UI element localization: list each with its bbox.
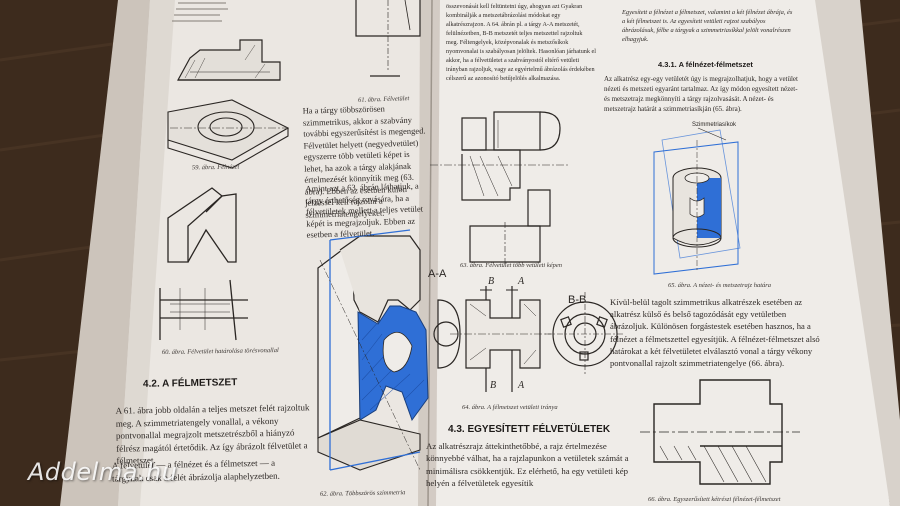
caption-fig59: 59. ábra. Félnézet (191, 163, 240, 172)
heading-431: 4.3.1. A félnézet-félmetszet (658, 60, 753, 69)
fig-65-drawing (653, 127, 741, 275)
heading-felmetszet: 4.2. A FÉLMETSZET (142, 377, 238, 390)
label-a-bottom: A (518, 380, 525, 391)
col3-bottom: Kívül-belül tagolt szimmetrikus alkatrés… (610, 297, 820, 369)
text-lines-left-top (172, 2, 228, 22)
label-b-top: B (488, 276, 495, 287)
label-bb: B-B (568, 294, 587, 306)
col3-mid: Az alkatrész egy-egy vetületét úgy is me… (604, 75, 798, 113)
fig-64-drawing (433, 286, 625, 392)
label-b-bottom: B (490, 380, 497, 391)
label-szimmetriasikok: Szimmetriasíkok (692, 122, 737, 128)
label-a-top: A (518, 276, 525, 287)
fig-66-drawing (640, 379, 800, 485)
paragraph-mid2: Amint azt a 63. ábrán láthatjuk, a tárgy… (305, 180, 424, 240)
fig-61-drawing (355, 0, 421, 77)
caption-fig65: 65. ábra. A nézet- és metszetrajz határa (668, 282, 772, 289)
fig-58-drawing (176, 39, 281, 81)
fig-60-drawing (159, 187, 248, 341)
fig-59-drawing (167, 99, 290, 169)
fig-63-drawing (430, 111, 570, 266)
caption-fig62: 62. ábra. Többszörös szimmetria (319, 489, 406, 498)
label-aa: A-A (428, 268, 447, 280)
col3-top: Egyesített a félnézet a félmetszet, vala… (622, 9, 793, 43)
caption-fig63: 63. ábra. Félvetület több vetületi képen (460, 262, 562, 269)
caption-fig64: 64. ábra. A félmetszet vetületi iránya (462, 404, 558, 411)
fig-62-drawing (317, 229, 429, 471)
para-right-top: összevonását kell feltüntetni úgy, ahogy… (446, 3, 597, 82)
heading-egyesitett: 4.3. EGYESÍTETT FÉLVETÜLETEK (448, 424, 611, 435)
para-43: Az alkatrészrajz áttekinthetőbbé, a rajz… (426, 441, 629, 489)
caption-fig66: 66. ábra. Egyszerűsített kétrészi félnéz… (648, 496, 781, 503)
right-page (426, 0, 890, 506)
watermark-logo: Addelma.hu (28, 458, 178, 486)
